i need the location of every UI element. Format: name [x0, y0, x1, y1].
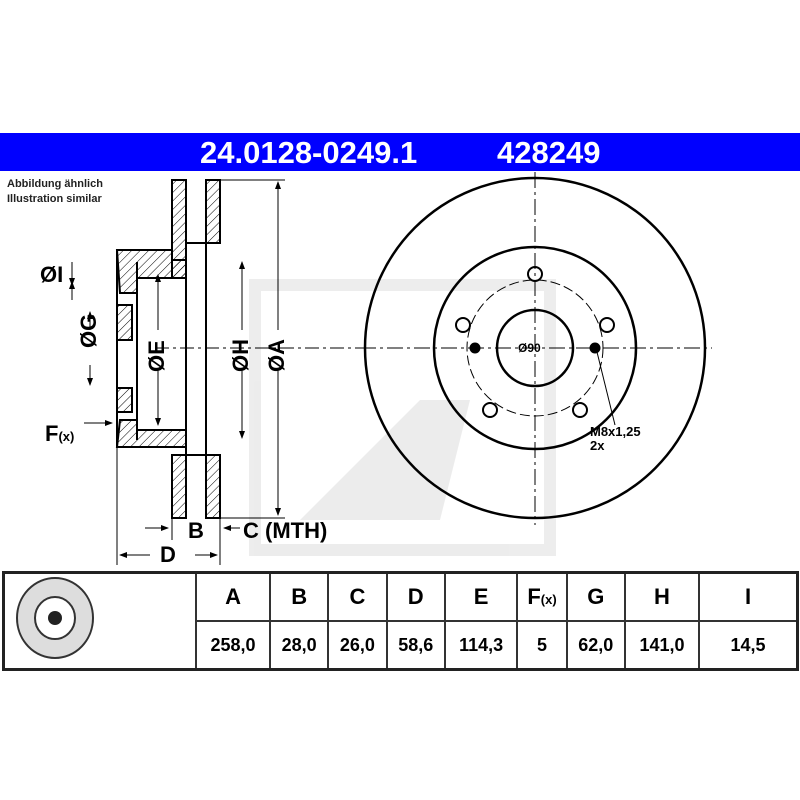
thread-label: M8x1,25 2x — [590, 425, 641, 453]
dim-label-d: D — [160, 542, 176, 567]
dim-label-g: ØG — [76, 313, 101, 348]
value-i: 14,5 — [698, 620, 799, 671]
col-f-sub: (x) — [540, 592, 557, 607]
value-g: 62,0 — [565, 620, 626, 671]
value-d: 58,6 — [385, 620, 446, 671]
center-bore-label: Ø90 — [518, 341, 541, 355]
col-b: B — [269, 571, 330, 622]
thread-count: 2x — [590, 438, 605, 453]
value-a: 258,0 — [194, 620, 272, 671]
dim-label-e: ØE — [144, 340, 169, 372]
dim-label-c: C (MTH) — [243, 518, 328, 543]
col-i: I — [698, 571, 799, 622]
note-de: Abbildung ähnlich — [7, 178, 103, 190]
col-g: G — [565, 571, 626, 622]
f-letter: F — [45, 421, 59, 446]
short-number: 428249 — [497, 135, 601, 170]
dim-label-b: B — [188, 518, 204, 543]
part-number: 24.0128-0249.1 — [200, 135, 418, 170]
table-header-row: A B C D E F(x) G H I — [2, 571, 799, 671]
thread-size: M8x1,25 — [590, 424, 641, 439]
dim-label-a: ØA — [264, 339, 289, 372]
dimension-lines — [69, 179, 285, 565]
col-f: F(x) — [516, 571, 568, 622]
value-c: 26,0 — [327, 620, 388, 671]
dim-label-h: ØH — [228, 339, 253, 372]
value-h: 141,0 — [623, 620, 701, 671]
col-h: H — [623, 571, 701, 622]
col-f-letter: F — [527, 584, 541, 609]
ate-logo-watermark — [249, 279, 556, 556]
title-bar: 24.0128-0249.1 428249 — [0, 133, 800, 171]
table-value-row: 258,0 28,0 26,0 58,6 114,3 5 62,0 141,0 … — [4, 620, 799, 671]
f-subscript: (x) — [58, 429, 75, 444]
note-en: Illustration similar — [7, 193, 102, 205]
col-a: A — [194, 571, 272, 622]
col-c: C — [327, 571, 388, 622]
dim-label-i: ØI — [40, 262, 64, 287]
dimension-table: A B C D E F(x) G H I 258,0 28,0 26,0 58,… — [2, 571, 799, 671]
value-f: 5 — [516, 620, 568, 671]
dim-label-f: F(x) — [45, 421, 74, 447]
disc-thumbnail — [2, 571, 197, 671]
value-e: 114,3 — [443, 620, 519, 671]
side-section-view — [115, 179, 360, 519]
col-e: E — [443, 571, 519, 622]
front-view — [360, 172, 712, 525]
value-b: 28,0 — [269, 620, 330, 671]
brake-disc-icon — [16, 577, 94, 659]
illustration-note: Abbildung ähnlich Illustration similar — [7, 177, 103, 207]
col-d: D — [385, 571, 446, 622]
